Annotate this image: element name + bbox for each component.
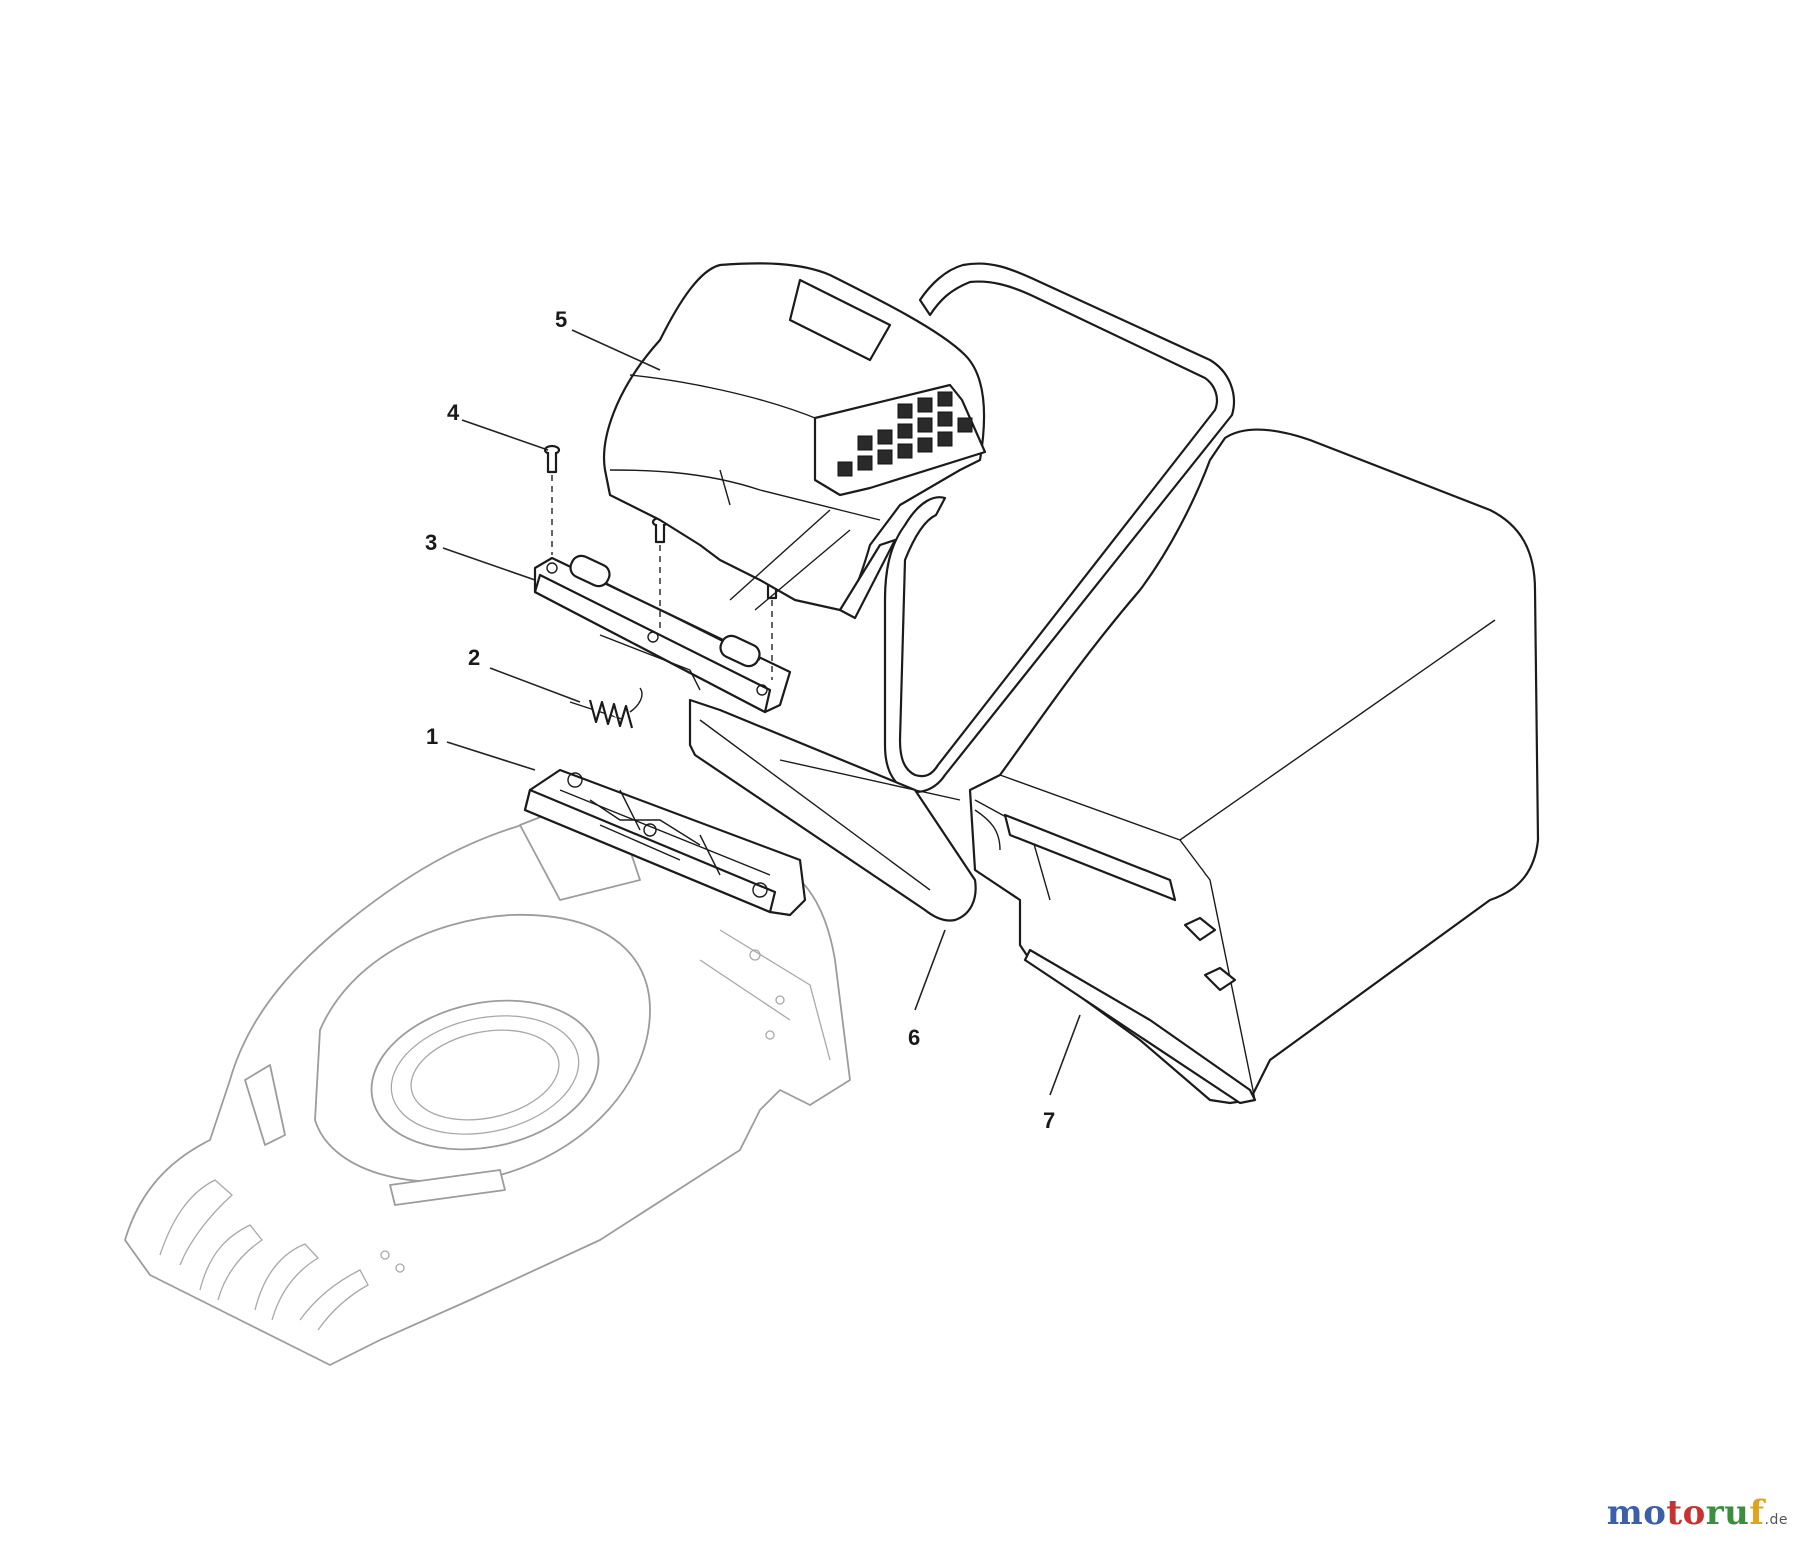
part-5-rear-flap xyxy=(603,262,987,612)
callout-6: 6 xyxy=(908,1025,920,1050)
part-7-grass-bag xyxy=(968,428,1540,1105)
part-6-bag-frame xyxy=(688,262,1236,922)
callout-1: 1 xyxy=(426,724,438,749)
screw-a xyxy=(543,444,561,474)
motoruf-watermark: motoruf.de xyxy=(1607,1493,1788,1533)
callout-3: 3 xyxy=(425,530,437,555)
callout-leaders xyxy=(442,329,1081,1096)
callout-labels: 1 2 3 4 5 6 7 xyxy=(425,307,1055,1133)
watermark-tld: .de xyxy=(1764,1512,1788,1528)
callout-5: 5 xyxy=(555,307,567,332)
label-icons xyxy=(837,391,973,477)
watermark-text: motoruf xyxy=(1606,1493,1765,1533)
screw-b xyxy=(651,516,669,544)
callout-4: 4 xyxy=(447,400,460,425)
part-3-hinge-bar xyxy=(533,554,792,714)
callout-7: 7 xyxy=(1043,1108,1055,1133)
part-2-spring xyxy=(569,687,643,729)
callout-2: 2 xyxy=(468,645,480,670)
part-1-hinge-base xyxy=(523,768,807,917)
